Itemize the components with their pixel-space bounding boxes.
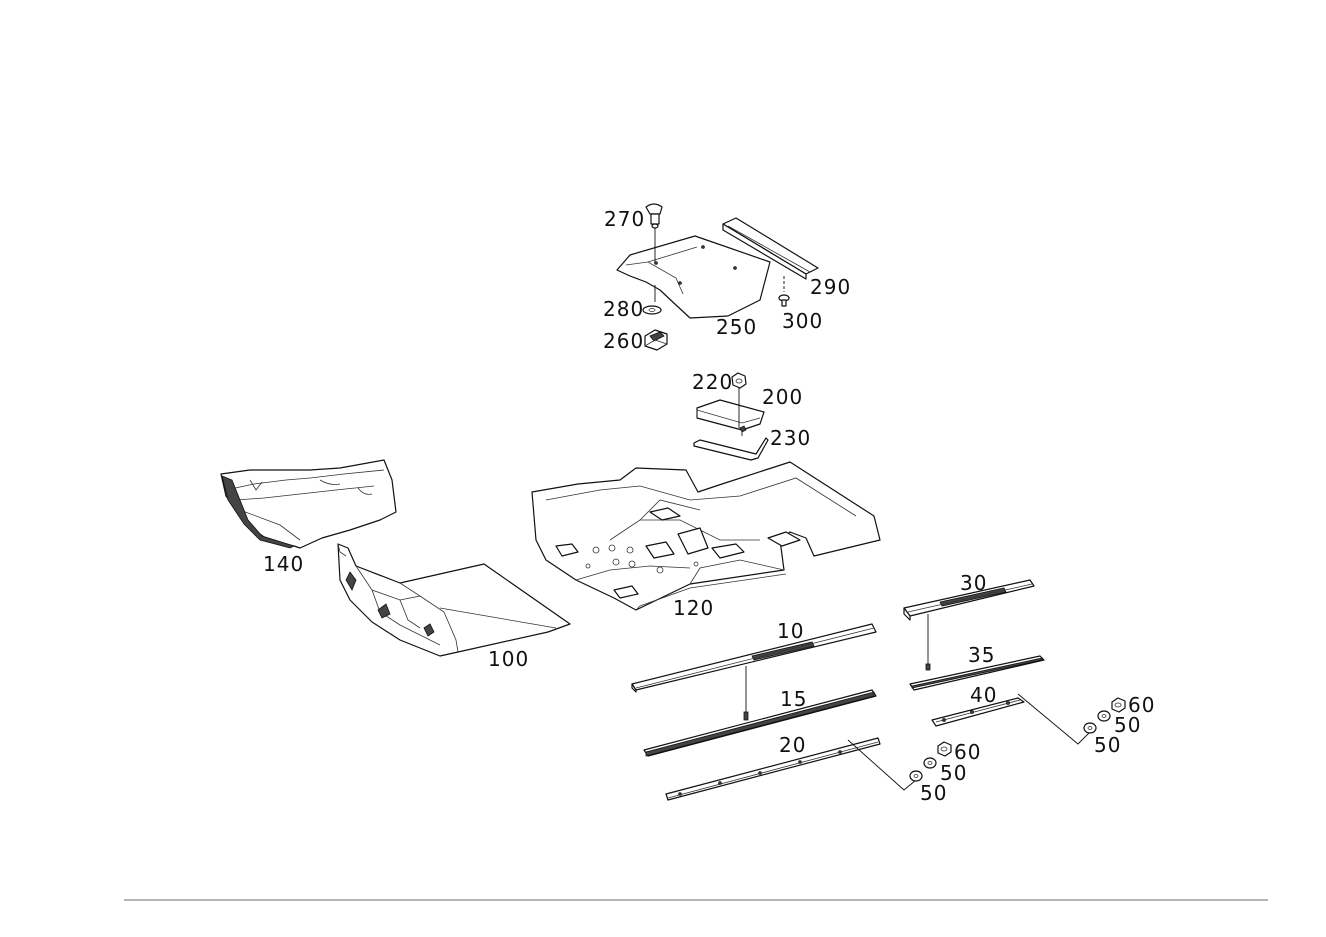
label-60-right: 60 (1128, 693, 1155, 717)
part-20-rail (665, 737, 917, 801)
label-220: 220 (692, 370, 733, 394)
part-100-front-mat (337, 543, 571, 657)
label-250: 250 (716, 315, 757, 339)
label-100: 100 (488, 647, 529, 671)
label-30: 30 (960, 571, 987, 595)
part-270-clip (645, 203, 663, 229)
part-120-main-mat (531, 461, 881, 611)
part-15-strip (643, 689, 877, 757)
part-35-strip (909, 655, 1045, 691)
label-230: 230 (770, 426, 811, 450)
part-140-side-panel (220, 459, 397, 549)
label-15: 15 (780, 687, 807, 711)
part-230-frame (693, 437, 769, 461)
part-290-strip (722, 217, 819, 280)
part-300-screw (778, 276, 790, 307)
label-10: 10 (777, 619, 804, 643)
label-140: 140 (263, 552, 304, 576)
label-35: 35 (968, 643, 995, 667)
label-60-left: 60 (954, 740, 981, 764)
label-40: 40 (970, 683, 997, 707)
label-270: 270 (604, 207, 645, 231)
part-220-nut (731, 372, 747, 389)
label-200: 200 (762, 385, 803, 409)
part-260-bracket (644, 329, 668, 351)
part-250-cover-panel (616, 228, 771, 319)
label-260: 260 (603, 329, 644, 353)
part-200-pad (696, 388, 765, 436)
label-120: 120 (673, 596, 714, 620)
part-280-washer (642, 285, 662, 315)
hardware-set-right (1083, 697, 1126, 734)
part-40-rail (931, 693, 1091, 745)
label-20: 20 (779, 733, 806, 757)
part-30-sill-plate (903, 579, 1035, 671)
label-280: 280 (603, 297, 644, 321)
label-290: 290 (810, 275, 851, 299)
label-50-left-b: 50 (920, 781, 947, 805)
label-300: 300 (782, 309, 823, 333)
label-50-right-a: 50 (1114, 713, 1141, 737)
label-50-left-a: 50 (940, 761, 967, 785)
part-10-sill-plate (631, 623, 877, 721)
hardware-set-left (909, 741, 952, 782)
label-50-right-b: 50 (1094, 733, 1121, 757)
